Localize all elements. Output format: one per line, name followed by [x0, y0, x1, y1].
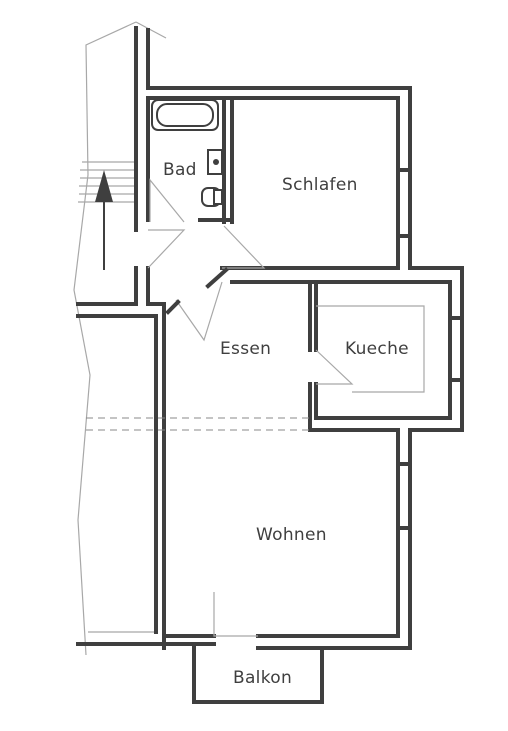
- room-label-bad: Bad: [163, 160, 197, 180]
- overhead-dashed-line: [86, 417, 310, 431]
- stair-direction-arrow-icon: [95, 170, 113, 270]
- neighbour-outline: [73, 21, 167, 656]
- room-label-schlafen: Schlafen: [282, 175, 358, 195]
- room-label-kueche: Kueche: [345, 339, 409, 359]
- room-label-essen: Essen: [220, 339, 271, 359]
- room-label-balkon: Balkon: [233, 668, 292, 688]
- room-label-wohnen: Wohnen: [256, 525, 327, 545]
- toilet-icon: [201, 187, 223, 207]
- bathtub-icon: [151, 99, 219, 131]
- walls: [76, 26, 464, 704]
- door-swings: [147, 178, 425, 637]
- sink-icon: [207, 149, 223, 175]
- door-leaves: [165, 267, 229, 315]
